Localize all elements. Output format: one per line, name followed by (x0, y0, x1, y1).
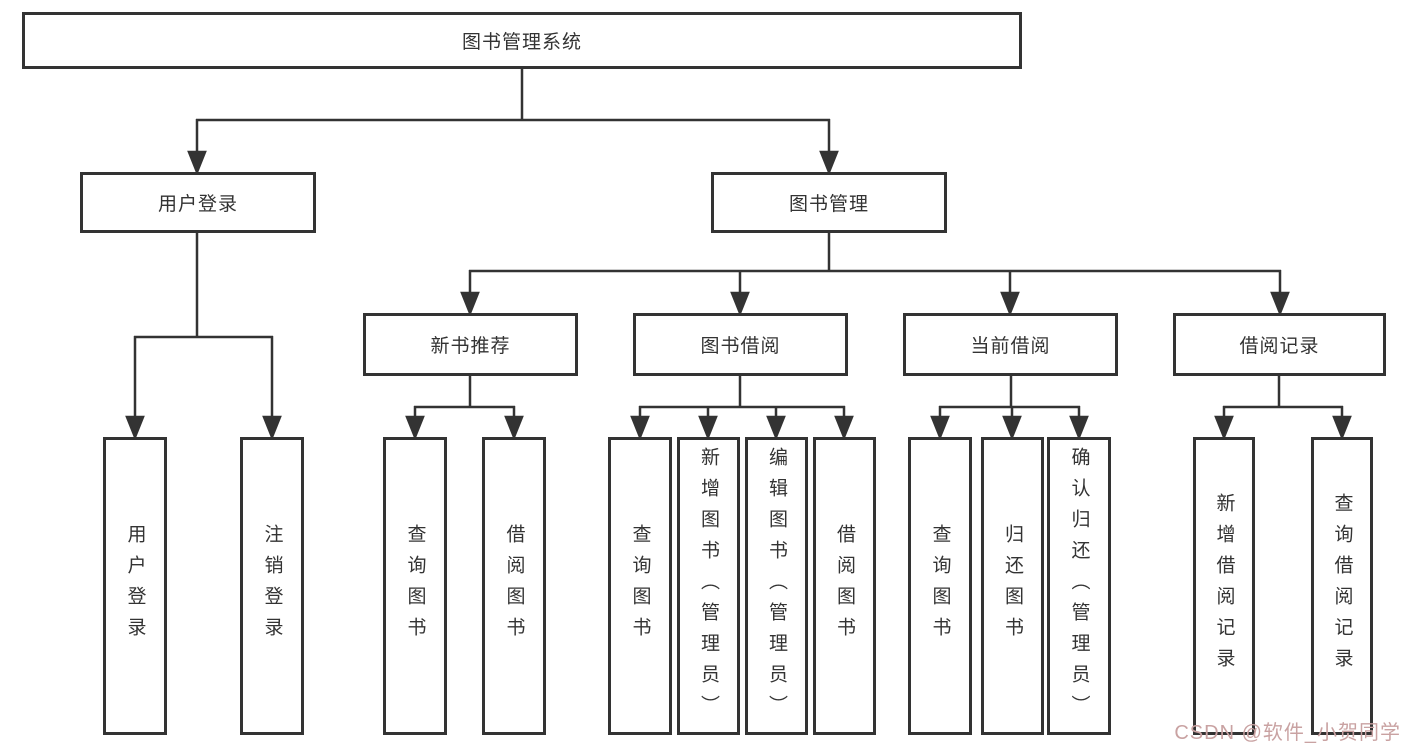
leaf-label: 新增图书（管理员） (698, 446, 719, 726)
leaf-label: 归还图书 (1002, 524, 1023, 648)
leaf-label: 查询图书 (629, 524, 651, 648)
node-borrow-record: 借阅记录 (1173, 313, 1386, 376)
leaf-borrow-book-2: 借阅图书 (813, 437, 876, 735)
leaf-query-book-2: 查询图书 (608, 437, 672, 735)
leaf-label: 查询图书 (404, 524, 426, 648)
connector-book-management (460, 233, 1290, 317)
leaf-confirm-return-admin: 确认归还（管理员） (1047, 437, 1111, 735)
leaf-query-book-3: 查询图书 (908, 437, 972, 735)
leaf-logout: 注销登录 (240, 437, 304, 735)
node-new-book-recommend: 新书推荐 (363, 313, 578, 376)
leaf-label: 用户登录 (124, 524, 146, 648)
connector-borrow-record (1214, 376, 1352, 441)
leaf-add-book-admin: 新增图书（管理员） (677, 437, 740, 735)
node-root-system: 图书管理系统 (22, 12, 1022, 69)
leaf-user-login: 用户登录 (103, 437, 167, 735)
connector-new-book-recommend (405, 376, 524, 441)
node-book-borrow: 图书借阅 (633, 313, 848, 376)
watermark: CSDN @软件_小贺同学 (1174, 722, 1401, 744)
leaf-label: 新增借阅记录 (1213, 493, 1235, 679)
node-user-login: 用户登录 (80, 172, 316, 233)
leaf-borrow-book-1: 借阅图书 (482, 437, 546, 735)
leaf-label: 确认归还（管理员） (1068, 446, 1090, 726)
leaf-label: 查询图书 (929, 524, 951, 648)
leaf-add-borrow-record: 新增借阅记录 (1193, 437, 1255, 735)
leaf-query-borrow-record: 查询借阅记录 (1311, 437, 1373, 735)
leaf-edit-book-admin: 编辑图书（管理员） (745, 437, 808, 735)
leaf-label: 编辑图书（管理员） (766, 446, 787, 726)
connector-book-borrow (630, 376, 854, 441)
leaf-label: 注销登录 (261, 524, 283, 648)
connector-root (187, 69, 839, 176)
leaf-label: 借阅图书 (503, 524, 525, 648)
leaf-query-book-1: 查询图书 (383, 437, 447, 735)
leaf-label: 查询借阅记录 (1331, 493, 1353, 679)
leaf-label: 借阅图书 (834, 524, 855, 648)
node-current-borrow: 当前借阅 (903, 313, 1118, 376)
node-book-management: 图书管理 (711, 172, 947, 233)
connector-user-login (125, 233, 282, 441)
connector-current-borrow (930, 376, 1089, 441)
leaf-return-book: 归还图书 (981, 437, 1044, 735)
